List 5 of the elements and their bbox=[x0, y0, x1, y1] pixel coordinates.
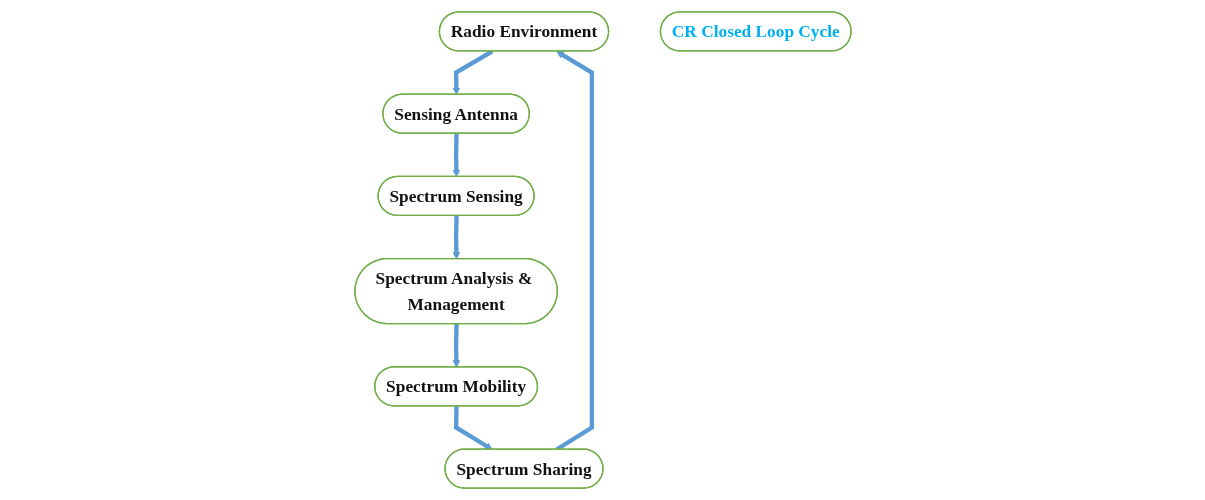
arrow bbox=[452, 49, 493, 95]
arrow bbox=[452, 323, 460, 368]
arrow bbox=[452, 133, 460, 178]
arrow bbox=[452, 215, 460, 260]
arrow bbox=[453, 406, 493, 450]
